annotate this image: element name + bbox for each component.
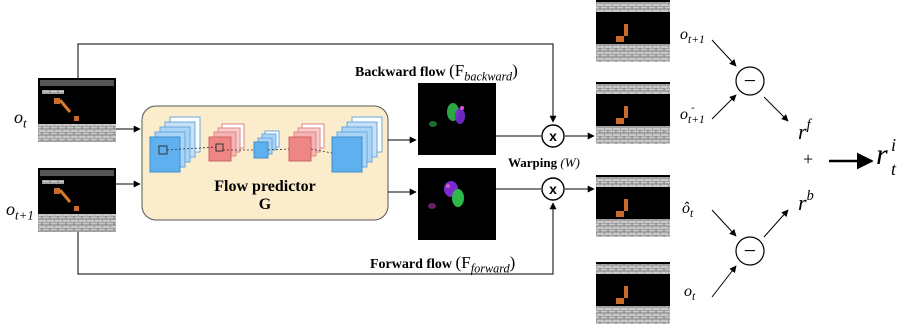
backward-minus-symbol: − [744, 238, 756, 263]
frame-target-t1 [596, 0, 670, 62]
flow-predictor-box [141, 105, 389, 221]
reward-backward: rb [798, 188, 814, 215]
backward-subtract-operator: − [735, 236, 765, 266]
frame-target-t [596, 262, 670, 324]
backward-flow-label: Backward flow (Fbackward) [355, 61, 518, 84]
forward-warp-operator: x [541, 177, 565, 201]
label-target-t: ot [684, 283, 696, 304]
layer-connections [166, 146, 333, 154]
layer-stack-1 [149, 116, 201, 173]
backward-warp-symbol: x [549, 128, 557, 144]
forward-warp-symbol: x [549, 181, 557, 197]
input-frame-t1 [36, 166, 118, 234]
plus-symbol: + [803, 149, 814, 169]
forward-minus-symbol: − [744, 68, 756, 93]
warping-label: Warping (W) [508, 155, 580, 170]
layer-stack-5 [331, 116, 383, 173]
backward-warp-operator: x [541, 124, 565, 148]
flow-predictor-title: Flow predictor G [142, 178, 388, 214]
forward-flow-image [418, 168, 496, 240]
input-frame-t [36, 76, 118, 144]
reward-forward: rf [798, 117, 811, 144]
frame-pred-t [596, 175, 670, 237]
forward-flow-label: Forward flow (Fforward) [370, 253, 516, 276]
connector-arrows [77, 39, 789, 298]
label-target-t1: ot+1 [680, 26, 705, 47]
backward-flow-image [418, 83, 496, 155]
label-pred-t: ôt [682, 200, 694, 221]
label-o-t1: ot+1 [6, 199, 34, 223]
label-o-t: ot [14, 107, 27, 131]
frame-pred-t1 [596, 82, 670, 144]
flow-predictor-symbol: G [258, 195, 272, 213]
layer-stack-2 [208, 123, 245, 162]
forward-subtract-operator: − [735, 66, 765, 96]
layer-stack-4 [288, 123, 325, 162]
label-pred-t1: ot̂+1 [680, 106, 705, 127]
